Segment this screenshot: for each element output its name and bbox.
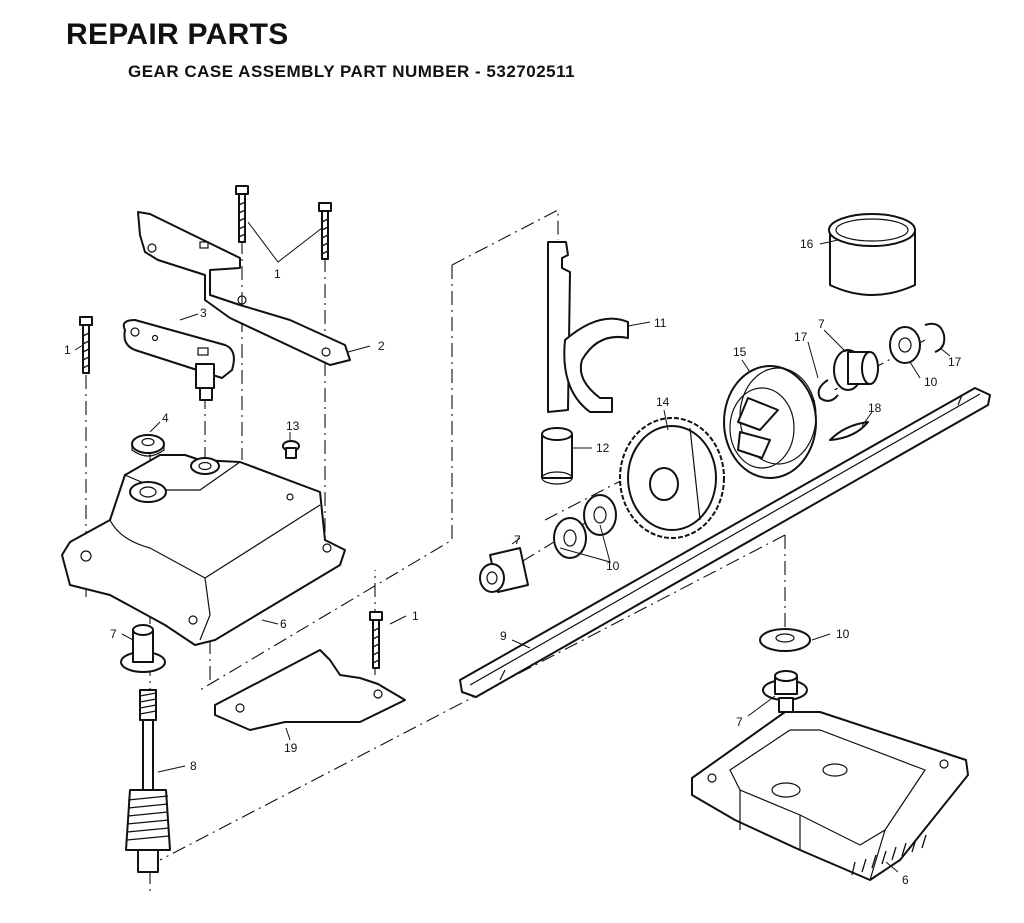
callout-17-right: 17 bbox=[948, 355, 962, 369]
callout-1-left: 1 bbox=[64, 343, 71, 357]
shift-lever-part-3[interactable] bbox=[122, 319, 235, 401]
page-title: REPAIR PARTS bbox=[66, 18, 289, 51]
callout-18: 18 bbox=[868, 401, 882, 415]
gear-case-lower-part-6[interactable] bbox=[691, 711, 969, 881]
callout-14: 14 bbox=[656, 395, 670, 409]
callout-10-upper: 10 bbox=[924, 375, 938, 389]
callout-numbers: 1 1 1 2 3 4 13 6 7 8 19 11 12 14 15 16 1… bbox=[64, 237, 962, 887]
flange-bushing-part-7-right[interactable] bbox=[833, 349, 879, 391]
washer-part-10[interactable] bbox=[553, 326, 921, 652]
callout-7-left: 7 bbox=[110, 627, 117, 641]
flange-bushing-part-7-left[interactable] bbox=[120, 624, 166, 673]
worm-shaft-part-8[interactable] bbox=[125, 689, 171, 873]
callout-10-middle: 10 bbox=[606, 559, 620, 573]
callout-8: 8 bbox=[190, 759, 197, 773]
callout-9: 9 bbox=[500, 629, 507, 643]
washer-part-4[interactable] bbox=[131, 434, 165, 457]
gear-case-upper-part-6[interactable] bbox=[61, 454, 346, 646]
callout-11: 11 bbox=[654, 316, 667, 330]
callout-1-top: 1 bbox=[274, 267, 281, 281]
shift-fork-part-11[interactable] bbox=[547, 241, 629, 413]
flange-bushing-part-7-middle[interactable] bbox=[479, 547, 529, 593]
plate-part-19[interactable] bbox=[214, 649, 406, 731]
callout-3: 3 bbox=[200, 306, 207, 320]
spacer-part-12[interactable] bbox=[541, 427, 573, 485]
bushing-part-16[interactable] bbox=[828, 213, 916, 296]
callout-7-middle: 7 bbox=[514, 533, 521, 547]
callout-6-upper: 6 bbox=[280, 617, 287, 631]
callout-2: 2 bbox=[378, 339, 385, 353]
callout-1-lower: 1 bbox=[412, 609, 419, 623]
assembly-subtitle: GEAR CASE ASSEMBLY PART NUMBER - 5327025… bbox=[128, 62, 576, 81]
axle-shaft-part-9[interactable] bbox=[459, 387, 991, 698]
callout-12: 12 bbox=[596, 441, 610, 455]
callout-6-lower: 6 bbox=[902, 873, 909, 887]
flange-bushing-part-7-lower[interactable] bbox=[762, 670, 808, 713]
bracket-part-2[interactable] bbox=[137, 211, 351, 366]
callout-7-lower: 7 bbox=[736, 715, 743, 729]
callout-16: 16 bbox=[800, 237, 814, 251]
callout-10-lower: 10 bbox=[836, 627, 850, 641]
e-clip-part-17[interactable] bbox=[817, 322, 946, 402]
callout-17-left: 17 bbox=[794, 330, 808, 344]
callout-leader-lines bbox=[74, 221, 951, 873]
callout-15: 15 bbox=[733, 345, 747, 359]
clutch-part-15[interactable] bbox=[723, 365, 817, 479]
callout-7-upper: 7 bbox=[818, 317, 825, 331]
callout-13: 13 bbox=[286, 419, 300, 433]
callout-4: 4 bbox=[162, 411, 169, 425]
spur-gear-part-14[interactable] bbox=[619, 417, 725, 539]
bolt-part-1[interactable] bbox=[79, 185, 383, 669]
plug-part-13[interactable] bbox=[282, 440, 300, 459]
key-part-18[interactable] bbox=[829, 421, 869, 441]
callout-19: 19 bbox=[284, 741, 298, 755]
